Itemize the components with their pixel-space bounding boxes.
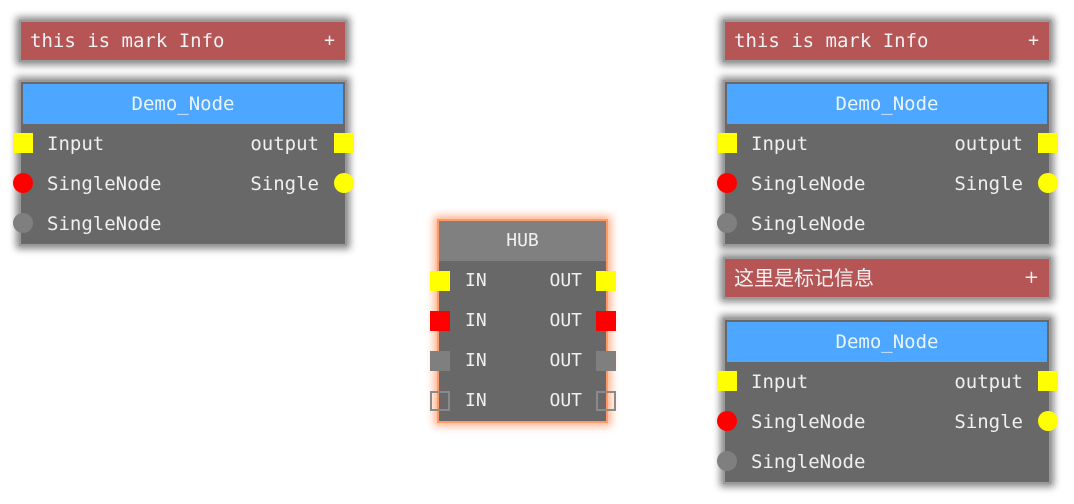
hub-out-label: OUT <box>549 270 582 291</box>
single-port-label: Single <box>250 173 319 195</box>
hub-in-port-hollow-square-icon[interactable] <box>430 391 450 411</box>
expand-plus-icon[interactable]: + <box>324 30 335 51</box>
hub-in-port-square-icon[interactable] <box>430 311 450 331</box>
node-row: SingleNode Single <box>725 164 1049 204</box>
demo-node[interactable]: Demo_Node Input output SingleNode Single… <box>723 80 1051 246</box>
mark-info-text: this is mark Info <box>734 30 929 52</box>
mark-info-text: this is mark Info <box>30 30 225 52</box>
demo-node[interactable]: Demo_Node Input output SingleNode Single… <box>723 318 1051 484</box>
hub-out-port-square-icon[interactable] <box>596 311 616 331</box>
node-row: Input output <box>725 362 1049 402</box>
hub-out-label: OUT <box>549 310 582 331</box>
node-title[interactable]: Demo_Node <box>23 84 343 124</box>
hub-out-label: OUT <box>549 390 582 411</box>
expand-plus-icon[interactable]: + <box>1028 30 1039 51</box>
hub-row: IN OUT <box>439 261 606 301</box>
hub-in-label: IN <box>465 310 487 331</box>
single-port-label: Single <box>954 173 1023 195</box>
hub-out-port-hollow-square-icon[interactable] <box>596 391 616 411</box>
hub-node[interactable]: HUB IN OUT IN OUT IN OUT IN OUT <box>437 219 608 423</box>
hub-in-label: IN <box>465 350 487 371</box>
single-port-label: Single <box>954 411 1023 433</box>
output-port-square-icon[interactable] <box>1038 133 1058 153</box>
mark-info-box[interactable]: 这里是标记信息 + <box>723 257 1051 299</box>
singlenode-port-circle-icon[interactable] <box>717 173 737 193</box>
node-row: SingleNode <box>21 204 345 244</box>
input-port-square-icon[interactable] <box>717 133 737 153</box>
singlenode-port-label: SingleNode <box>751 411 866 433</box>
hub-in-label: IN <box>465 270 487 291</box>
singlenode-port-circle-icon[interactable] <box>13 213 33 233</box>
output-port-label: output <box>954 371 1023 393</box>
singlenode-port-circle-icon[interactable] <box>13 173 33 193</box>
singlenode-port-circle-icon[interactable] <box>717 213 737 233</box>
mark-info-box[interactable]: this is mark Info + <box>723 20 1051 62</box>
output-port-square-icon[interactable] <box>334 133 354 153</box>
node-row: SingleNode Single <box>21 164 345 204</box>
output-port-square-icon[interactable] <box>1038 371 1058 391</box>
singlenode-port-label: SingleNode <box>751 173 866 195</box>
input-port-square-icon[interactable] <box>717 371 737 391</box>
node-title[interactable]: Demo_Node <box>727 322 1047 362</box>
node-row: SingleNode Single <box>725 402 1049 442</box>
hub-in-port-square-icon[interactable] <box>430 271 450 291</box>
input-port-label: Input <box>751 371 809 393</box>
demo-node[interactable]: Demo_Node Input output SingleNode Single… <box>19 80 347 246</box>
singlenode-port-circle-icon[interactable] <box>717 411 737 431</box>
input-port-label: Input <box>751 133 809 155</box>
hub-out-label: OUT <box>549 350 582 371</box>
node-row: Input output <box>725 124 1049 164</box>
hub-row: IN OUT <box>439 301 606 341</box>
singlenode-port-label: SingleNode <box>751 213 866 235</box>
mark-info-text: 这里是标记信息 <box>734 266 874 290</box>
singlenode-port-label: SingleNode <box>47 173 162 195</box>
hub-title[interactable]: HUB <box>439 221 606 261</box>
output-port-label: output <box>954 133 1023 155</box>
expand-plus-icon[interactable]: + <box>1023 267 1039 288</box>
node-row: Input output <box>21 124 345 164</box>
singlenode-port-label: SingleNode <box>751 451 866 473</box>
single-port-circle-icon[interactable] <box>1038 411 1058 431</box>
hub-in-port-square-icon[interactable] <box>430 351 450 371</box>
input-port-label: Input <box>47 133 105 155</box>
singlenode-port-circle-icon[interactable] <box>717 451 737 471</box>
hub-row: IN OUT <box>439 341 606 381</box>
single-port-circle-icon[interactable] <box>334 173 354 193</box>
mark-info-box[interactable]: this is mark Info + <box>19 20 347 62</box>
node-row: SingleNode <box>725 204 1049 244</box>
output-port-label: output <box>250 133 319 155</box>
hub-in-label: IN <box>465 390 487 411</box>
hub-row: IN OUT <box>439 381 606 421</box>
node-title[interactable]: Demo_Node <box>727 84 1047 124</box>
hub-out-port-square-icon[interactable] <box>596 271 616 291</box>
node-row: SingleNode <box>725 442 1049 482</box>
single-port-circle-icon[interactable] <box>1038 173 1058 193</box>
singlenode-port-label: SingleNode <box>47 213 162 235</box>
input-port-square-icon[interactable] <box>13 133 33 153</box>
hub-out-port-square-icon[interactable] <box>596 351 616 371</box>
